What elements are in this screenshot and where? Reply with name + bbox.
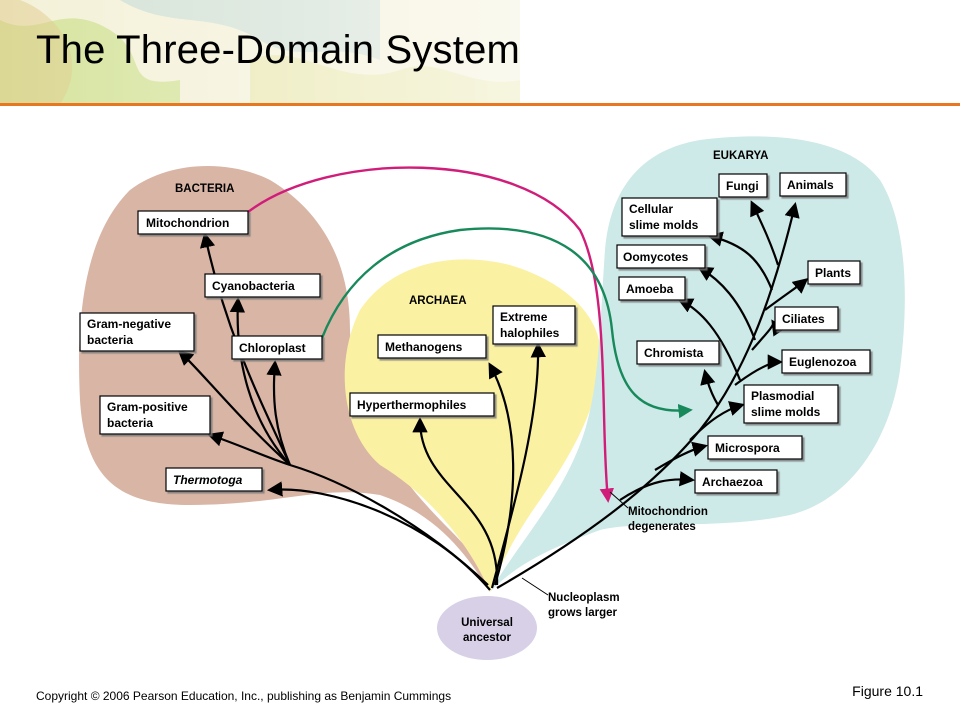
taxon-box-amoeba: Amoeba xyxy=(618,276,686,301)
taxon-label-cellular-line1: Cellular xyxy=(629,202,673,216)
taxon-box-chloroplast: Chloroplast xyxy=(231,335,323,360)
taxon-label-plasmodial-line1: Plasmodial xyxy=(751,389,814,403)
taxon-label-archaezoa: Archaezoa xyxy=(702,475,763,489)
taxon-box-animals: Animals xyxy=(779,172,847,197)
chloroplast-endosymbiosis-arrow xyxy=(320,227,693,419)
taxon-label-microspora: Microspora xyxy=(715,441,780,455)
branch-fungi xyxy=(750,200,780,266)
taxon-label-extreme-halophiles-line1: Extreme xyxy=(500,310,548,324)
taxon-label-euglenozoa: Euglenozoa xyxy=(789,355,857,369)
taxon-label-chromista: Chromista xyxy=(644,346,704,360)
taxon-box-euglenozoa: Euglenozoa xyxy=(781,349,871,374)
taxon-box-plasmodial-slime-molds: Plasmodial slime molds xyxy=(743,384,839,424)
taxon-label-methanogens: Methanogens xyxy=(385,340,463,354)
taxon-box-gram-positive: Gram-positive bacteria xyxy=(99,395,211,435)
branch-gram-positive xyxy=(207,431,291,467)
header-banner-image xyxy=(0,0,960,104)
taxon-label-hyperthermophiles: Hyperthermophiles xyxy=(357,398,467,412)
branch-microspora xyxy=(654,441,708,471)
branch-cellular-slime-molds xyxy=(707,231,774,291)
bacteria-branches xyxy=(177,231,491,591)
branch-amoeba xyxy=(677,298,742,381)
taxon-box-methanogens: Methanogens xyxy=(377,334,487,359)
taxon-box-oomycotes: Oomycotes xyxy=(616,244,706,269)
taxon-label-gram-positive-line2: bacteria xyxy=(107,416,153,430)
domain-label-bacteria: BACTERIA xyxy=(175,183,234,195)
taxon-box-archaezoa: Archaezoa xyxy=(694,469,778,494)
taxon-label-mitochondrion: Mitochondrion xyxy=(146,216,229,230)
branch-ciliates xyxy=(751,319,787,351)
taxon-box-plants: Plants xyxy=(807,260,861,285)
taxon-box-mitochondrion: Mitochondrion xyxy=(137,210,249,235)
domain-label-eukarya: EUKARYA xyxy=(713,150,768,162)
taxon-label-gram-negative-line1: Gram-negative xyxy=(87,317,171,331)
taxon-label-plasmodial-line2: slime molds xyxy=(751,405,821,419)
mitochondrion-endosymbiosis-arrow xyxy=(247,166,615,503)
branch-extreme-halophiles xyxy=(490,341,547,589)
branch-chloroplast xyxy=(266,359,292,466)
taxon-label-extreme-halophiles-line2: halophiles xyxy=(500,326,560,340)
branch-chromista xyxy=(700,368,719,406)
taxon-label-plants: Plants xyxy=(815,266,851,280)
slide-title: The Three-Domain System xyxy=(36,28,521,72)
universal-ancestor-node xyxy=(437,596,537,660)
branch-archaezoa xyxy=(619,471,696,501)
taxon-label-amoeba: Amoeba xyxy=(626,282,674,296)
taxon-label-gram-positive-line1: Gram-positive xyxy=(107,400,188,414)
branch-mitochondrion xyxy=(200,231,291,466)
mitochondrion-degenerates-pointer xyxy=(609,491,629,509)
taxon-label-ciliates: Ciliates xyxy=(782,312,825,326)
taxon-box-fungi: Fungi xyxy=(718,173,768,198)
taxon-label-chloroplast: Chloroplast xyxy=(239,341,306,355)
taxon-label-oomycotes: Oomycotes xyxy=(623,250,689,264)
ancestor-label-line2: ancestor xyxy=(463,632,511,644)
note-nucleoplasm-line1: Nucleoplasm xyxy=(548,592,620,604)
note-mitochondrion-degenerates-line1: Mitochondrion xyxy=(628,506,708,518)
branch-gram-negative xyxy=(177,349,291,466)
note-mitochondrion-degenerates-line2: degenerates xyxy=(628,521,696,533)
branch-oomycotes xyxy=(697,266,757,341)
taxon-box-chromista: Chromista xyxy=(636,340,720,365)
branch-cyanobacteria xyxy=(229,296,291,466)
taxon-box-cellular-slime-molds: Cellular slime molds xyxy=(621,197,718,237)
title-divider xyxy=(0,103,960,106)
taxon-box-extreme-halophiles: Extreme halophiles xyxy=(492,305,576,345)
eukarya-branches xyxy=(496,200,809,589)
branch-hyperthermophiles xyxy=(412,416,499,586)
taxon-box-thermotoga: Thermotoga xyxy=(165,467,263,492)
taxon-box-gram-negative: Gram-negative bacteria xyxy=(79,312,195,352)
taxon-box-cyanobacteria: Cyanobacteria xyxy=(204,273,321,298)
branch-bacteria-trunk xyxy=(289,463,489,586)
taxon-box-microspora: Microspora xyxy=(707,435,803,460)
figure-reference: Figure 10.1 xyxy=(852,683,923,699)
taxon-label-cyanobacteria: Cyanobacteria xyxy=(212,279,295,293)
note-nucleoplasm-line2: grows larger xyxy=(548,607,618,619)
taxon-box-hyperthermophiles: Hyperthermophiles xyxy=(349,392,495,417)
domain-label-archaea: ARCHAEA xyxy=(409,295,467,307)
taxon-label-thermotoga: Thermotoga xyxy=(173,473,243,487)
taxon-label-fungi: Fungi xyxy=(726,179,759,193)
branch-methanogens xyxy=(488,362,515,586)
nucleoplasm-pointer xyxy=(521,577,549,596)
copyright-notice: Copyright © 2006 Pearson Education, Inc.… xyxy=(36,689,452,703)
archaea-branches xyxy=(412,341,547,589)
branch-plasmodial xyxy=(689,401,745,441)
branch-euglenozoa xyxy=(734,354,784,386)
taxon-box-ciliates: Ciliates xyxy=(774,306,839,331)
taxon-label-cellular-line2: slime molds xyxy=(629,218,699,232)
branch-plants xyxy=(764,278,809,311)
ancestor-label-line1: Universal xyxy=(461,617,513,629)
taxon-label-animals: Animals xyxy=(787,178,834,192)
taxon-label-gram-negative-line2: bacteria xyxy=(87,333,133,347)
